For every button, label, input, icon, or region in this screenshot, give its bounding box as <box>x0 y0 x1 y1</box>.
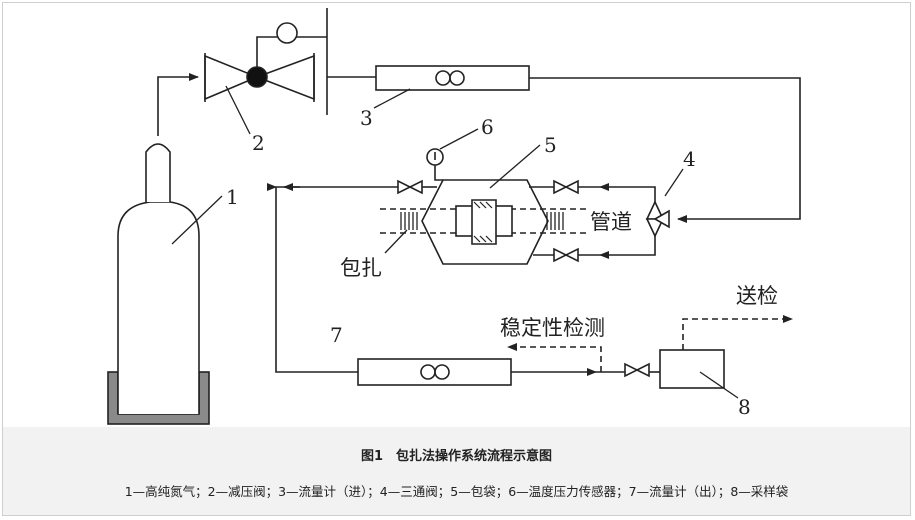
figure-legend: 1—高纯氮气；2—减压阀；3—流量计（进）；4—三通阀；5—包袋；6—温度压力传… <box>124 484 789 499</box>
label-n3: 3 <box>360 106 373 130</box>
number-labels: 1 2 3 4 5 6 7 8 <box>226 106 751 419</box>
text-labels: 管道 包扎 稳定性检测 送检 <box>340 210 778 340</box>
label-n5: 5 <box>544 133 557 157</box>
nitrogen-cylinder <box>107 143 210 425</box>
label-n8: 8 <box>738 395 751 419</box>
label-pipe: 管道 <box>590 210 632 234</box>
bag <box>380 179 588 265</box>
label-n4: 4 <box>683 147 696 171</box>
label-n6: 6 <box>481 115 494 139</box>
label-n7: 7 <box>330 323 343 347</box>
label-wrap: 包扎 <box>340 256 382 280</box>
inspect-branch <box>682 315 793 350</box>
pressure-reducing-valve <box>204 8 328 115</box>
label-n2: 2 <box>252 131 265 155</box>
label-n1: 1 <box>226 185 239 209</box>
stability-branch <box>507 343 602 372</box>
figure-title: 图1 包扎法操作系统流程示意图 <box>360 449 553 464</box>
flowmeter-out <box>357 358 512 386</box>
temp-pressure-sensor <box>426 148 444 181</box>
line-to-three-way-valve <box>529 77 801 223</box>
three-way-valve <box>599 183 670 259</box>
leader-lines <box>171 85 739 399</box>
label-inspect: 送检 <box>736 284 778 308</box>
return-line <box>275 186 398 373</box>
flowmeter-in <box>375 65 530 91</box>
caption-area: 图1 包扎法操作系统流程示意图 1—高纯氮气；2—减压阀；3—流量计（进）；4—… <box>3 427 910 515</box>
label-stability: 稳定性检测 <box>500 316 605 340</box>
wrap-left <box>400 212 418 230</box>
supply-line <box>157 73 199 136</box>
wrap-right <box>546 212 564 230</box>
